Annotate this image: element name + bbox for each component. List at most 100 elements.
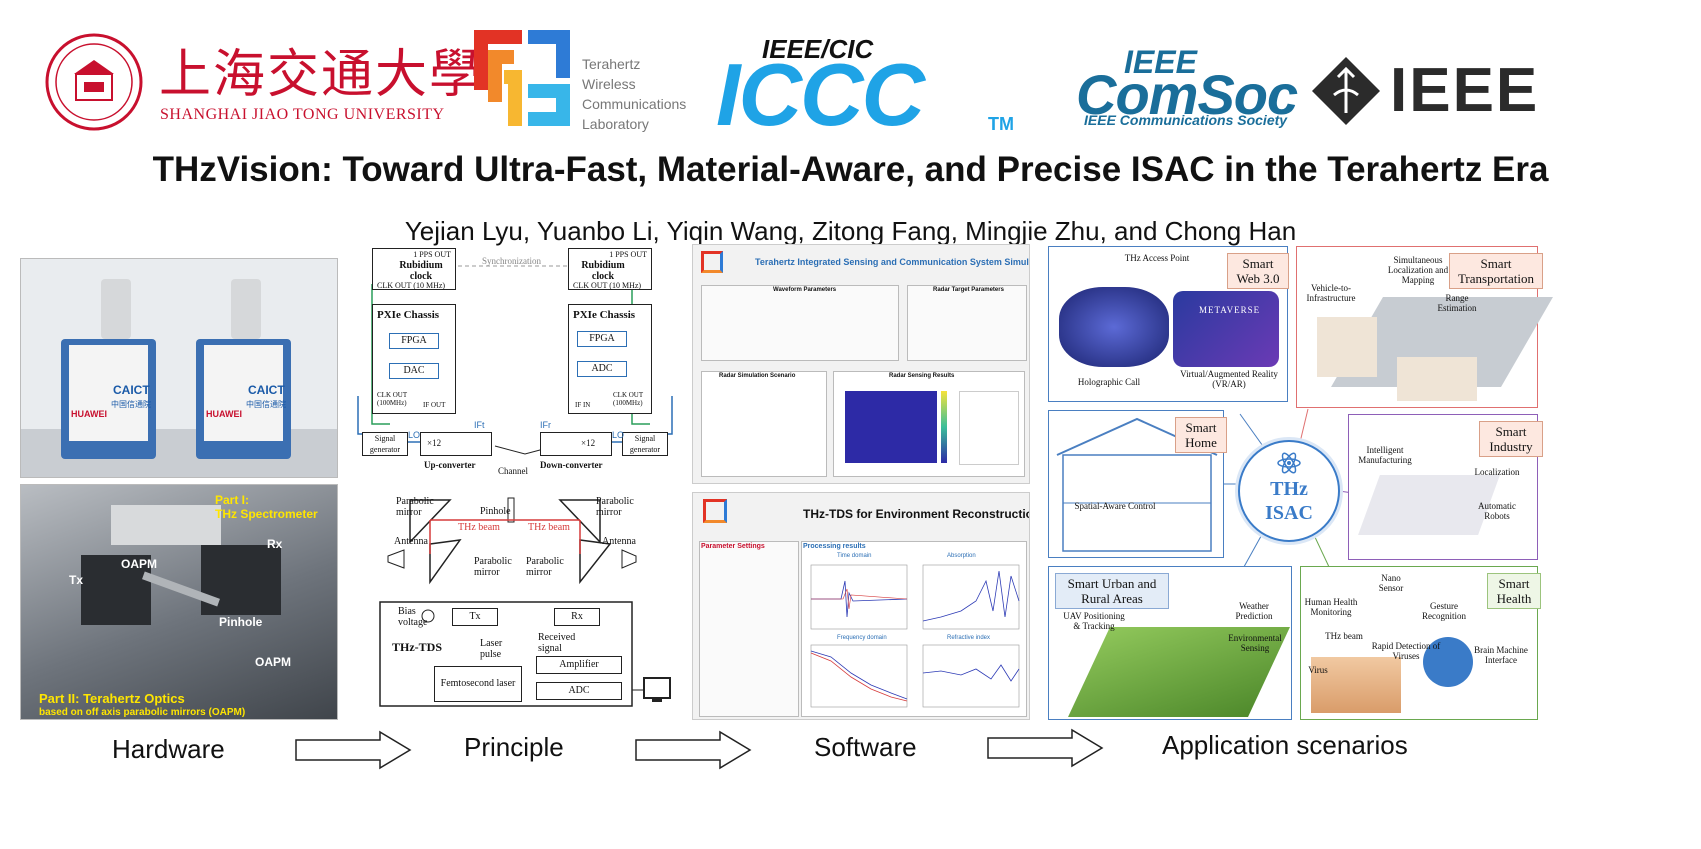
sim-radar-results: Radar Sensing Results xyxy=(889,373,955,379)
sim-radar-scenario: Radar Simulation Scenario xyxy=(719,373,796,379)
tds-tx-box: Tx xyxy=(452,608,498,626)
sim-radar-target-header: Radar Target Parameters xyxy=(933,287,1004,293)
tds-beam-left: THz beam xyxy=(458,522,500,533)
industry-label: Smart Industry xyxy=(1479,421,1543,457)
hub-isac: ISAC xyxy=(1265,502,1313,524)
tds-title: THz-TDS xyxy=(392,640,443,654)
tds-received-label: Received signal xyxy=(538,632,576,654)
caict-logo-1: CAICT xyxy=(113,383,150,397)
principle-system-diagram: 1 PPS OUT Rubidium clock CLK OUT (10 MHz… xyxy=(350,244,680,484)
tds-adc: ADC xyxy=(536,682,622,700)
health-gesture: Gesture Recognition xyxy=(1422,601,1466,621)
hardware-photo-cabinets: HUAWEI CAICT 中国信通院 HUAWEI CAICT 中国信通院 xyxy=(20,258,338,478)
ieee-diamond-icon xyxy=(1312,57,1380,125)
transport-label: Smart Transportation xyxy=(1449,253,1543,289)
comsoc-subtitle: IEEE Communications Society xyxy=(1084,112,1288,128)
down-converter: ×12 xyxy=(540,432,612,456)
if-t-label: IFt xyxy=(474,420,485,430)
tds-sw-param-settings: Parameter Settings xyxy=(701,543,765,550)
tds-sw-title: THz-TDS for Environment Reconstruction xyxy=(803,507,1030,521)
urban-uav: UAV Positioning & Tracking xyxy=(1063,611,1125,631)
sim-waveform-header: Waveform Parameters xyxy=(773,287,837,293)
comsoc-logo: IEEE ComSoc IEEE Communications Society xyxy=(1076,44,1298,134)
oapm-label-1: OAPM xyxy=(121,557,157,571)
twcl-line-3: Communications xyxy=(582,96,687,112)
arrow-right-icon-3 xyxy=(987,728,1104,768)
web3-holographic: Holographic Call xyxy=(1077,377,1141,387)
tds-sw-time-domain: Time domain xyxy=(837,553,872,559)
twcl-logo: Terahertz Wireless Communications Labora… xyxy=(474,30,686,132)
huawei-logo-2: HUAWEI xyxy=(206,409,242,419)
twcl-mark-icon xyxy=(474,30,570,126)
sim-heatmap xyxy=(845,391,937,463)
label-application-scenarios: Application scenarios xyxy=(1162,730,1408,760)
arrow-right-icon-1 xyxy=(295,730,412,770)
thz-tds-software-screenshot: THz-TDS for Environment Reconstruction P… xyxy=(692,492,1030,720)
tds-rx-box: Rx xyxy=(554,608,600,626)
tx-label: Tx xyxy=(69,573,84,587)
app-smart-industry: Smart Industry Intelligent Manufacturing… xyxy=(1348,414,1543,560)
down-converter-label: Down-converter xyxy=(540,460,603,470)
tds-laser-pulse-label: Laser pulse xyxy=(480,638,503,660)
oapm-label-2: OAPM xyxy=(255,655,291,669)
app-smart-health: Smart Health Nano Sensor Human Health Mo… xyxy=(1300,566,1541,720)
tds-mirror-label-br: Parabolic mirror xyxy=(526,556,564,578)
fpga-right: FPGA xyxy=(577,331,627,347)
caict-logo-2: CAICT xyxy=(248,383,285,397)
lo-label-right: LO xyxy=(612,430,625,440)
iccc-text: ICCC xyxy=(716,45,925,144)
isac-simulator-screenshot: Terahertz Integrated Sensing and Communi… xyxy=(692,244,1030,484)
sjtu-seal-icon xyxy=(45,33,143,131)
tds-sw-refractive: Refractive index xyxy=(947,635,991,641)
ieee-logo: IEEE xyxy=(1310,55,1550,127)
home-spatial: Spatial-Aware Control xyxy=(1074,501,1156,511)
label-principle: Principle xyxy=(464,732,564,762)
tds-antenna-right: Antenna xyxy=(602,536,636,547)
web3-vr-ar: Virtual/Augmented Reality (VR/AR) xyxy=(1180,369,1278,389)
sync-label: Synchronization xyxy=(482,256,541,266)
rubidium-clock-left: 1 PPS OUT Rubidium clock CLK OUT (10 MHz… xyxy=(372,248,456,290)
adc-right: ADC xyxy=(577,361,627,377)
sim-title: Terahertz Integrated Sensing and Communi… xyxy=(755,257,1030,267)
part2-sub: based on off axis parabolic mirrors (OAP… xyxy=(39,707,246,718)
comsoc-ieee-text: IEEE xyxy=(1124,44,1197,80)
urban-label: Smart Urban and Rural Areas xyxy=(1055,573,1169,609)
health-virus-detection: Rapid Detection of Viruses xyxy=(1371,641,1441,661)
sjtu-chinese-name: 上海交通大學 xyxy=(159,47,484,104)
rubidium-clock-right: 1 PPS OUT Rubidium clock CLK OUT (10 MHz… xyxy=(568,248,652,290)
tds-sw-absorption: Absorption xyxy=(947,553,976,559)
web3-label: Smart Web 3.0 xyxy=(1227,253,1289,289)
app-smart-urban-rural: Smart Urban and Rural Areas UAV Position… xyxy=(1048,566,1292,720)
page-title: THzVision: Toward Ultra-Fast, Material-A… xyxy=(152,150,1549,189)
tds-optics-drawing xyxy=(379,497,671,707)
health-monitoring: Human Health Monitoring xyxy=(1304,597,1358,617)
industry-manufacturing: Intelligent Manufacturing xyxy=(1358,445,1412,465)
health-nano: Nano Sensor xyxy=(1378,573,1404,593)
app-smart-web3: Smart Web 3.0 THz Access Point METAVERSE… xyxy=(1048,246,1289,402)
pxie-chassis-left: PXIe Chassis FPGA DAC CLK OUT (100MHz) I… xyxy=(372,304,456,414)
part1-name: THz Spectrometer xyxy=(215,507,318,521)
web3-access-point: THz Access Point xyxy=(1124,253,1190,263)
health-thz-beam: THz beam xyxy=(1325,631,1363,641)
dac-left: DAC xyxy=(389,363,439,379)
tds-sw-plots xyxy=(810,564,1020,708)
huawei-logo-1: HUAWEI xyxy=(71,409,107,419)
label-hardware: Hardware xyxy=(112,734,225,764)
pxie-chassis-right: PXIe Chassis FPGA ADC CLK OUT (100MHz) I… xyxy=(568,304,652,414)
lo-label-left: LO xyxy=(408,430,421,440)
sjtu-logo: 上海交通大學 SHANGHAI JIAO TONG UNIVERSITY xyxy=(44,32,481,132)
ieee-text: IEEE xyxy=(1390,56,1540,125)
thz-isac-hub: THz ISAC xyxy=(1238,440,1340,542)
hub-thz: THz xyxy=(1270,478,1308,500)
industry-robots: Automatic Robots xyxy=(1478,501,1516,521)
caict-cn-1: 中国信通院 xyxy=(111,400,151,409)
tds-antenna-left: Antenna xyxy=(394,536,428,547)
part2-label: Part II: Terahertz Optics xyxy=(39,691,185,706)
up-converter-label: Up-converter xyxy=(424,460,476,470)
health-virus: Virus xyxy=(1308,665,1328,675)
arrow-right-icon-2 xyxy=(635,730,752,770)
hardware-photo-optics: Part I: THz Spectrometer Tx Rx OAPM Pinh… xyxy=(20,484,338,720)
ieee-cic-text: IEEE/CIC xyxy=(762,34,874,64)
tds-bias-label: Bias voltage xyxy=(398,606,428,628)
label-software: Software xyxy=(814,732,917,762)
